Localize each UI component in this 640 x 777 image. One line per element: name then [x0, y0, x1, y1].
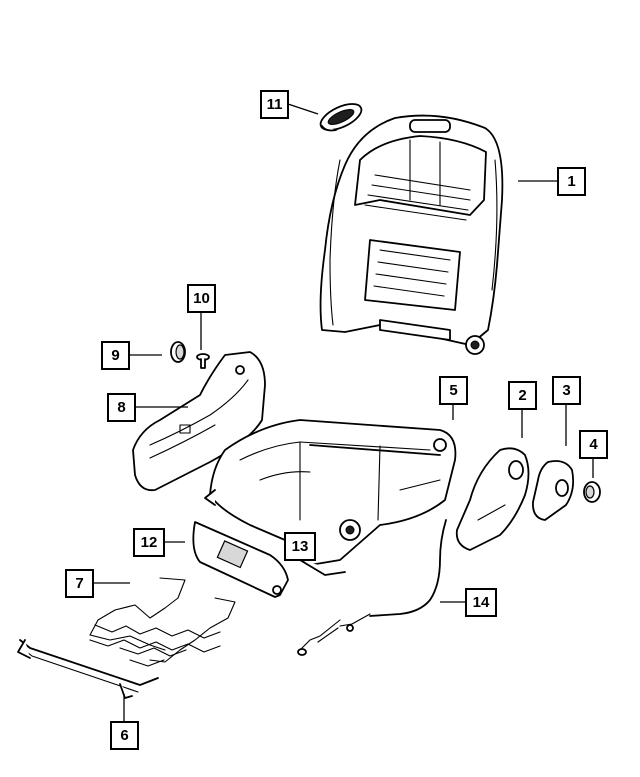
callout-label: 4: [589, 436, 598, 453]
callout-8: 8: [107, 393, 136, 422]
callout-label: 6: [120, 727, 128, 744]
callout-label: 3: [562, 382, 570, 399]
callout-4: 4: [579, 430, 608, 459]
part-12-module: [192, 521, 289, 598]
callout-label: 7: [75, 575, 83, 592]
part-1-seat-back-frame: [319, 114, 504, 355]
callout-5: 5: [439, 376, 468, 405]
callout-13: 13: [284, 532, 316, 561]
callout-12: 12: [133, 528, 165, 557]
part-5-cushion-frame: [204, 419, 457, 576]
callout-label: 10: [193, 290, 210, 307]
part-10-bolt: [196, 353, 210, 369]
part-6-rod: [17, 639, 159, 699]
callout-label: 13: [292, 538, 309, 555]
callout-label: 2: [518, 387, 526, 404]
part-3-trim-panel: [532, 460, 575, 521]
part-8-side-shield: [132, 351, 266, 492]
callout-label: 14: [473, 594, 490, 611]
part-4-cap: [583, 481, 601, 503]
callout-9: 9: [101, 341, 130, 370]
callout-label: 1: [567, 173, 575, 190]
part-9-cap: [170, 341, 186, 363]
part-2-side-cover: [455, 447, 530, 551]
callout-6: 6: [110, 721, 139, 750]
callout-label: 8: [117, 399, 125, 416]
part-11-knob: [319, 103, 363, 132]
callout-1: 1: [557, 167, 586, 196]
callout-10: 10: [187, 284, 216, 313]
callout-14: 14: [465, 588, 497, 617]
callout-3: 3: [552, 376, 581, 405]
callout-label: 12: [141, 534, 158, 551]
callout-label: 5: [449, 382, 457, 399]
part-7-springs: [89, 577, 236, 667]
callout-label: 11: [267, 96, 283, 113]
leader-lines: [93, 103, 594, 722]
part-14-cable: [297, 519, 447, 656]
callout-11: 11: [260, 90, 289, 119]
callout-7: 7: [65, 569, 94, 598]
callout-2: 2: [508, 381, 537, 410]
callout-label: 9: [111, 347, 119, 364]
